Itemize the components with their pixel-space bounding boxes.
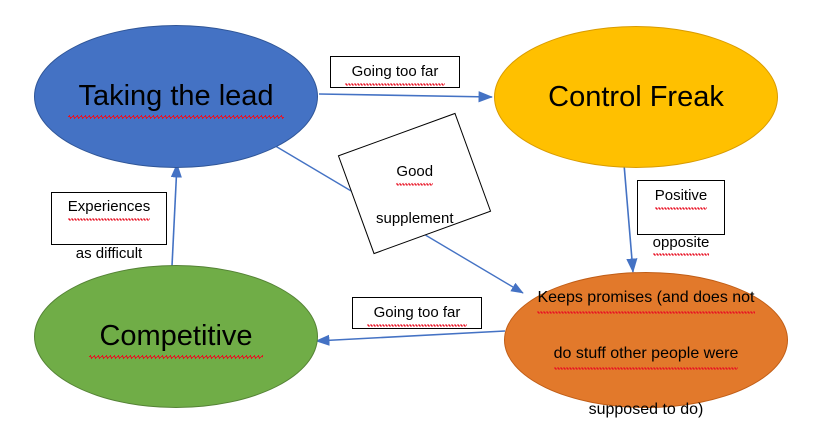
edge-label-good-supplement-text: Good supplement [369, 137, 461, 230]
edge-label-experiences-line-1: Experiences [67, 195, 150, 221]
connector-taking-the-lead-to-control-freak [318, 91, 493, 103]
node-keeps-promises-line-2: do stuff other people were [553, 340, 738, 370]
node-competitive[interactable]: Competitive [34, 265, 318, 408]
edge-label-good-supplement-line-2: supplement [375, 209, 454, 227]
node-keeps-promises[interactable]: Keeps promises (and does not do stuff ot… [504, 272, 788, 418]
node-taking-the-lead-label: Taking the lead [68, 77, 284, 119]
node-keeps-promises-label: Keeps promises (and does not do stuff ot… [527, 256, 764, 423]
edge-label-positive-opposite-line-2: opposite [652, 231, 709, 257]
edge-label-experiences-line-2: as difficult [75, 244, 143, 262]
node-control-freak[interactable]: Control Freak [494, 26, 778, 168]
node-competitive-label: Competitive [89, 317, 263, 359]
edge-label-going-too-far-top[interactable]: Going too far [330, 56, 460, 88]
node-taking-the-lead[interactable]: Taking the lead [34, 25, 318, 168]
node-keeps-promises-line-1: Keeps promises (and does not [537, 284, 755, 314]
edge-label-good-supplement-line-1: Good [396, 160, 433, 183]
connector-control-freak-to-keeps-promises [623, 163, 638, 273]
edge-label-positive-opposite-text: Positive opposite [646, 161, 717, 257]
node-keeps-promises-line-3: supposed to do) [589, 396, 704, 423]
connector-competitive-to-taking-the-lead [170, 163, 182, 267]
edge-label-experiences-as-difficult-text: Experiences as difficult [61, 172, 158, 265]
edge-label-going-too-far-bottom[interactable]: Going too far [352, 297, 482, 329]
edge-label-going-too-far-bottom-text: Going too far [366, 301, 468, 327]
connector-keeps-promises-to-competitive [315, 330, 506, 346]
node-control-freak-label: Control Freak [548, 80, 724, 113]
edge-label-going-too-far-top-text: Going too far [344, 60, 446, 86]
edge-label-positive-opposite[interactable]: Positive opposite [637, 180, 725, 257]
edge-label-experiences-as-difficult[interactable]: Experiences as difficult [51, 192, 167, 262]
edge-label-positive-opposite-line-1: Positive [654, 184, 707, 210]
